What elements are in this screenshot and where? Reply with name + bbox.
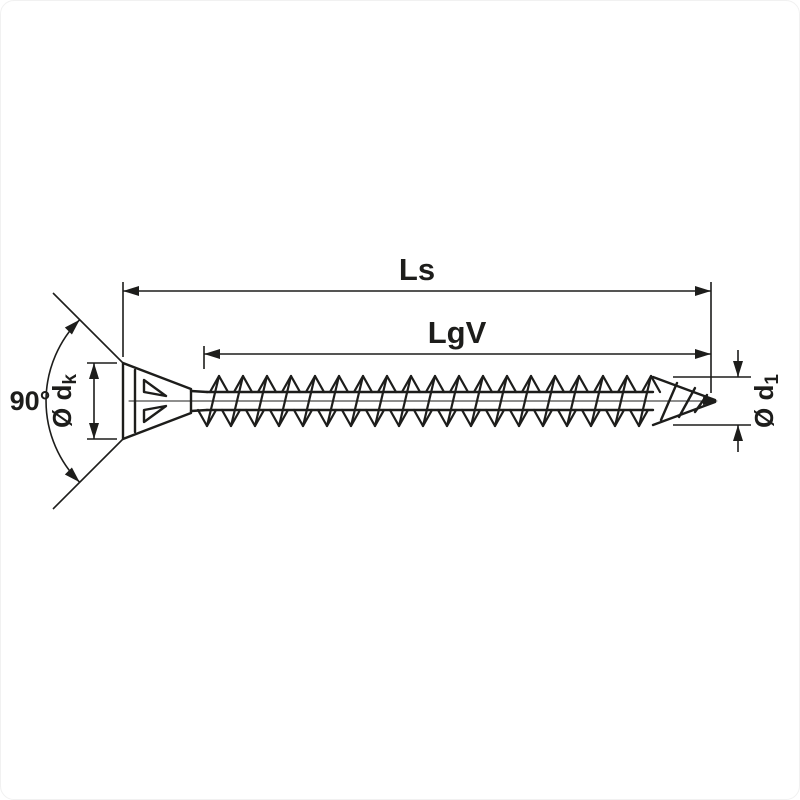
dim-total-length <box>122 282 712 393</box>
thread-line <box>532 408 554 428</box>
thread-line <box>541 374 557 428</box>
dim-arrow-down-icon <box>89 423 99 439</box>
tip-thread-line <box>677 386 697 419</box>
thread-diameter-label: Ø d1 <box>749 374 783 428</box>
tip-top-line <box>651 375 717 402</box>
screw-tip <box>651 375 718 427</box>
head-angle-label: 90° <box>10 386 51 416</box>
thread-line <box>205 374 221 428</box>
thread-line <box>256 374 278 394</box>
dim-arrow-right-icon <box>695 286 711 296</box>
thread-line <box>373 374 389 428</box>
thread-line <box>493 374 509 428</box>
head-diameter-subscript: k <box>60 374 81 385</box>
thread-line <box>628 408 650 428</box>
dimension-labels: Ls LgV 90° Ø dk Ø d1 <box>10 252 783 428</box>
thread-line <box>565 374 581 428</box>
thread-line <box>508 408 530 428</box>
dim-arrow-down-icon <box>733 361 743 377</box>
thread-line <box>253 374 269 428</box>
recess-lower-wedge <box>142 404 168 424</box>
thread-line <box>280 374 302 394</box>
arc-arrow-up-icon <box>64 319 80 335</box>
dim-arrow-left-icon <box>123 286 139 296</box>
thread-line <box>325 374 341 428</box>
thread-line <box>244 408 266 428</box>
thread-line <box>484 408 506 428</box>
thread-line <box>616 374 638 394</box>
thread-line <box>220 408 242 428</box>
thread-line <box>400 374 422 394</box>
thread-line <box>640 374 662 394</box>
thread-line <box>436 408 458 428</box>
thread-line <box>301 374 317 428</box>
dim-arrow-up-icon <box>733 425 743 441</box>
thread-line <box>229 374 245 428</box>
dim-head-diameter <box>87 362 117 440</box>
thread-line <box>445 374 461 428</box>
thread-line <box>316 408 338 428</box>
thread-length-label: LgV <box>428 315 487 350</box>
neck-top-line <box>189 389 209 394</box>
thread-diameter-prefix: Ø d <box>749 385 779 428</box>
screw-thread <box>196 374 662 428</box>
angle-line-lower <box>52 438 124 510</box>
thread-line <box>196 408 218 428</box>
head-diameter-label: Ø dk <box>47 374 81 428</box>
dim-thread-diameter <box>673 350 751 452</box>
thread-line <box>580 408 602 428</box>
thread-line <box>412 408 434 428</box>
total-length-label: Ls <box>399 252 435 287</box>
thread-line <box>472 374 494 394</box>
thread-line <box>637 374 653 428</box>
angle-arc <box>45 319 81 483</box>
thread-line <box>340 408 362 428</box>
thread-line <box>448 374 470 394</box>
thread-line <box>349 374 365 428</box>
thread-line <box>232 374 254 394</box>
thread-line <box>376 374 398 394</box>
thread-line <box>397 374 413 428</box>
thread-line <box>589 374 605 428</box>
thread-line <box>388 408 410 428</box>
thread-line <box>364 408 386 428</box>
thread-line <box>520 374 542 394</box>
dim-head-angle <box>45 292 124 510</box>
thread-line <box>496 374 518 394</box>
thread-diameter-subscript: 1 <box>762 374 783 385</box>
arc-arrow-down-icon <box>64 467 80 483</box>
thread-line <box>208 374 230 394</box>
dim-arrow-right-icon <box>695 349 711 359</box>
thread-line <box>604 408 626 428</box>
dim-arrow-up-icon <box>89 363 99 379</box>
angle-line-upper <box>52 292 124 364</box>
thread-line <box>277 374 293 428</box>
head-outline <box>121 361 193 441</box>
thread-line <box>424 374 446 394</box>
thread-line <box>304 374 326 394</box>
thread-line <box>517 374 533 428</box>
dim-arrow-left-icon <box>204 349 220 359</box>
tip-bottom-line <box>651 400 717 427</box>
screw-head <box>121 361 193 441</box>
thread-line <box>568 374 590 394</box>
thread-line <box>469 374 485 428</box>
thread-line <box>613 374 629 428</box>
recess-upper-wedge <box>142 378 168 398</box>
thread-line <box>556 408 578 428</box>
thread-line <box>352 374 374 394</box>
thread-line <box>592 374 614 394</box>
thread-line <box>421 374 437 428</box>
thread-line <box>268 408 290 428</box>
dim-thread-length <box>203 346 711 369</box>
dimensions <box>45 282 751 510</box>
thread-line <box>460 408 482 428</box>
head-diameter-prefix: Ø d <box>47 385 77 428</box>
thread-line <box>328 374 350 394</box>
thread-line <box>292 408 314 428</box>
thread-line <box>544 374 566 394</box>
